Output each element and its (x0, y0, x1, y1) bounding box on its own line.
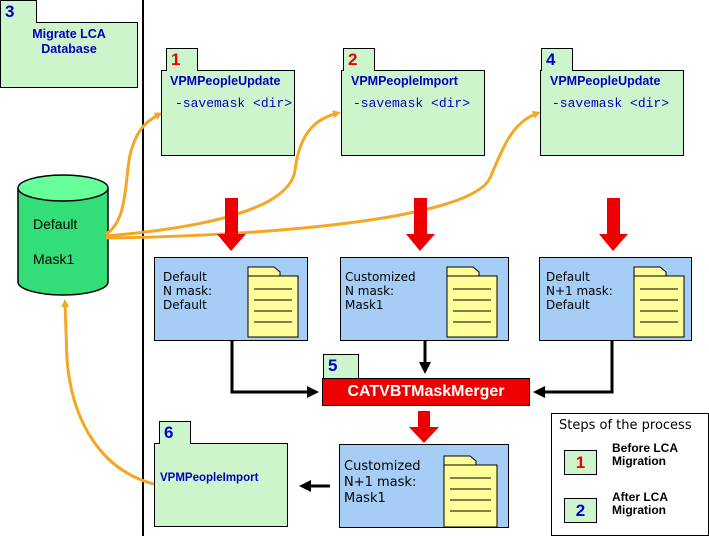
red-arrow-1 (217, 198, 246, 251)
step-2-tab: 2 (343, 48, 375, 71)
legend-label-after: After LCA Migration (612, 491, 668, 517)
step-4-command: VPMPeopleUpdate (550, 74, 661, 88)
legend-label-line: Before LCA (612, 441, 679, 455)
legend-label-line: After LCA (612, 490, 668, 504)
step-1-argument: -savemask <dir> (175, 96, 293, 111)
step-2-number: 2 (348, 50, 358, 69)
legend-title: Steps of the process (559, 418, 692, 433)
mask-line: Customized (344, 459, 421, 474)
document-icon (446, 266, 498, 338)
step-1-command: VPMPeopleUpdate (170, 74, 281, 88)
connector-mask1-merger (230, 341, 319, 398)
mask-line: Default (163, 270, 207, 284)
document-icon (633, 266, 685, 338)
mask-line: Default (546, 270, 590, 284)
step-2-command: VPMPeopleImport (351, 74, 458, 88)
mask-line: Mask1 (344, 491, 386, 506)
legend-number-1: 1 (564, 450, 597, 475)
red-arrow-4 (409, 411, 439, 443)
step-4-box (540, 70, 684, 156)
step-1-number: 1 (171, 50, 181, 69)
step-6-command: VPMPeopleImport (160, 472, 259, 484)
mask-line: N mask: (345, 284, 395, 298)
step-4-argument: -savemask <dir> (552, 96, 670, 111)
connector-mask3-merger (533, 341, 614, 398)
legend-label-before: Before LCA Migration (612, 442, 678, 468)
migrate-lca-line2: Database (41, 42, 97, 56)
database-cylinder (17, 174, 109, 296)
mask-line: N+1 mask: (344, 475, 417, 490)
step-1-tab: 1 (166, 48, 198, 71)
flow-db-to-step2 (105, 110, 341, 238)
database-label-mask1: Mask1 (33, 251, 75, 267)
migrate-lca-line1: Migrate LCA (32, 27, 106, 41)
flow-step6-to-db (61, 299, 155, 486)
mask-text-result: Customized N+1 mask: Mask1 (344, 459, 421, 507)
mask-line: N mask: (163, 284, 213, 298)
step-2-box (341, 70, 485, 156)
document-icon (443, 455, 498, 528)
mask-line: N+1 mask: (546, 284, 613, 298)
step-6-box (154, 443, 288, 527)
database-label-default: Default (33, 216, 78, 232)
red-arrow-3 (599, 198, 628, 251)
red-arrow-2 (406, 198, 435, 251)
step-5-tab: 5 (323, 354, 359, 378)
step-4-number: 4 (546, 50, 556, 69)
legend-label-line: Migration (612, 454, 666, 468)
migrate-lca-box (0, 22, 138, 88)
step-3-number: 3 (5, 2, 15, 21)
step-5-number: 5 (328, 356, 338, 375)
step-4-tab: 4 (541, 48, 573, 71)
step-2-argument: -savemask <dir> (353, 96, 471, 111)
step-6-tab: 6 (159, 421, 191, 444)
legend-label-line: Migration (612, 503, 666, 517)
mask-text-default-n: Default N mask: Default (163, 270, 212, 312)
step-1-box (161, 70, 295, 156)
step-6-number: 6 (164, 423, 174, 442)
flow-db-to-step1 (105, 112, 163, 236)
mask-line: Customized (345, 270, 416, 284)
mask-merger-box: CATVBTMaskMerger (322, 378, 530, 406)
mask-line: Default (163, 298, 207, 312)
legend-number-2: 2 (564, 498, 597, 523)
mask-line: Mask1 (345, 298, 384, 312)
document-icon (247, 266, 299, 338)
migrate-lca-title: Migrate LCA Database (0, 27, 138, 57)
mask-text-customized-n: Customized N mask: Mask1 (345, 270, 416, 312)
step-3-tab: 3 (0, 0, 37, 23)
mask-line: Default (546, 298, 590, 312)
mask-text-default-n1: Default N+1 mask: Default (546, 270, 613, 312)
